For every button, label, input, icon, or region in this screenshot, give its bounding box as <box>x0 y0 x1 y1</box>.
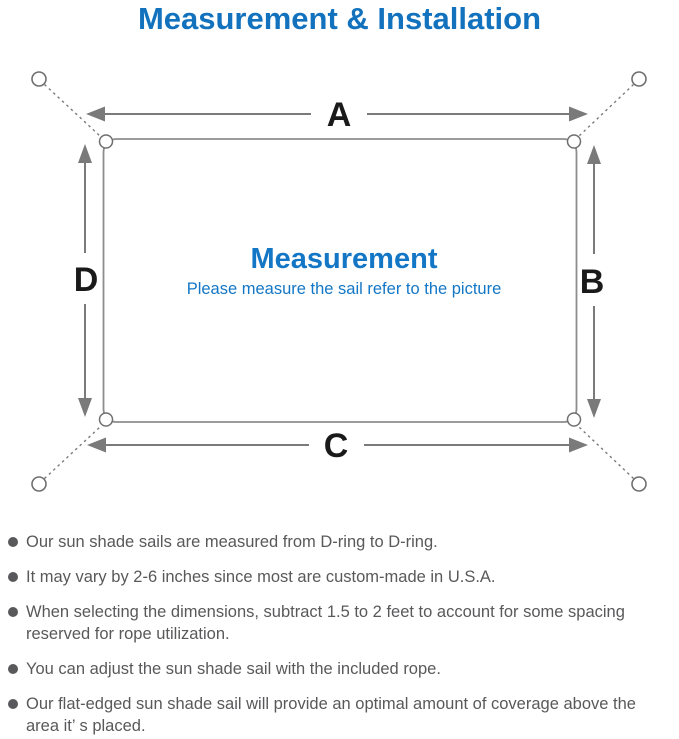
edge-label-a: A <box>327 96 352 134</box>
sail-rectangle <box>102 138 578 423</box>
edge-label-d: D <box>74 261 99 299</box>
rope-dashed-line-top-left <box>44 83 101 137</box>
measurement-diagram: A C D B Measurement Please measure the s… <box>31 71 647 492</box>
page-title: Measurement & Installation <box>137 1 542 36</box>
bullet-icon <box>8 572 18 582</box>
note-text: You can adjust the sun shade sail with t… <box>26 660 441 678</box>
list-item: Our flat-edged sun shade sail will provi… <box>8 693 673 737</box>
edge-label-c: C <box>324 427 349 465</box>
bullet-icon <box>8 607 18 617</box>
anchor-ring-top-right-icon <box>631 71 647 87</box>
rope-dashed-line-bottom-right <box>578 426 634 480</box>
rope-dashed-line-top-right <box>578 83 634 137</box>
bullet-icon <box>8 664 18 674</box>
rope-dashed-line-bottom-left <box>44 426 101 480</box>
bullet-icon <box>8 699 18 709</box>
list-item: You can adjust the sun shade sail with t… <box>8 658 673 680</box>
note-text: Our sun shade sails are measured from D-… <box>26 533 438 551</box>
anchor-ring-bottom-left-icon <box>31 476 47 492</box>
arrow-head-top-left-icon <box>86 106 105 122</box>
anchor-ring-bottom-right-icon <box>631 476 647 492</box>
note-text: Our flat-edged sun shade sail will provi… <box>26 695 636 735</box>
diagram-center-subtitle: Please measure the sail refer to the pic… <box>187 280 502 298</box>
bullet-icon <box>8 537 18 547</box>
arrow-head-bottom-left-icon <box>87 437 106 453</box>
arrow-head-left-down-icon <box>78 398 92 417</box>
d-ring-top-right-icon <box>566 134 582 149</box>
d-ring-bottom-right-icon <box>566 412 582 427</box>
diagram-center-title: Measurement <box>251 243 438 275</box>
d-ring-bottom-left-icon <box>98 412 114 427</box>
anchor-ring-top-left-icon <box>31 71 47 87</box>
arrow-head-top-right-icon <box>569 106 588 122</box>
list-item: It may vary by 2-6 inches since most are… <box>8 566 673 588</box>
arrow-head-right-down-icon <box>587 399 601 418</box>
arrow-head-left-up-icon <box>78 144 92 163</box>
arrow-head-bottom-right-icon <box>569 437 588 453</box>
note-text: It may vary by 2-6 inches since most are… <box>26 568 496 586</box>
d-ring-top-left-icon <box>98 134 114 149</box>
list-item: When selecting the dimensions, subtract … <box>8 601 673 645</box>
arrow-head-right-up-icon <box>587 145 601 164</box>
list-item: Our sun shade sails are measured from D-… <box>8 531 673 553</box>
edge-label-b: B <box>580 263 605 301</box>
note-text: When selecting the dimensions, subtract … <box>26 603 625 643</box>
notes-list: Our sun shade sails are measured from D-… <box>8 531 673 739</box>
